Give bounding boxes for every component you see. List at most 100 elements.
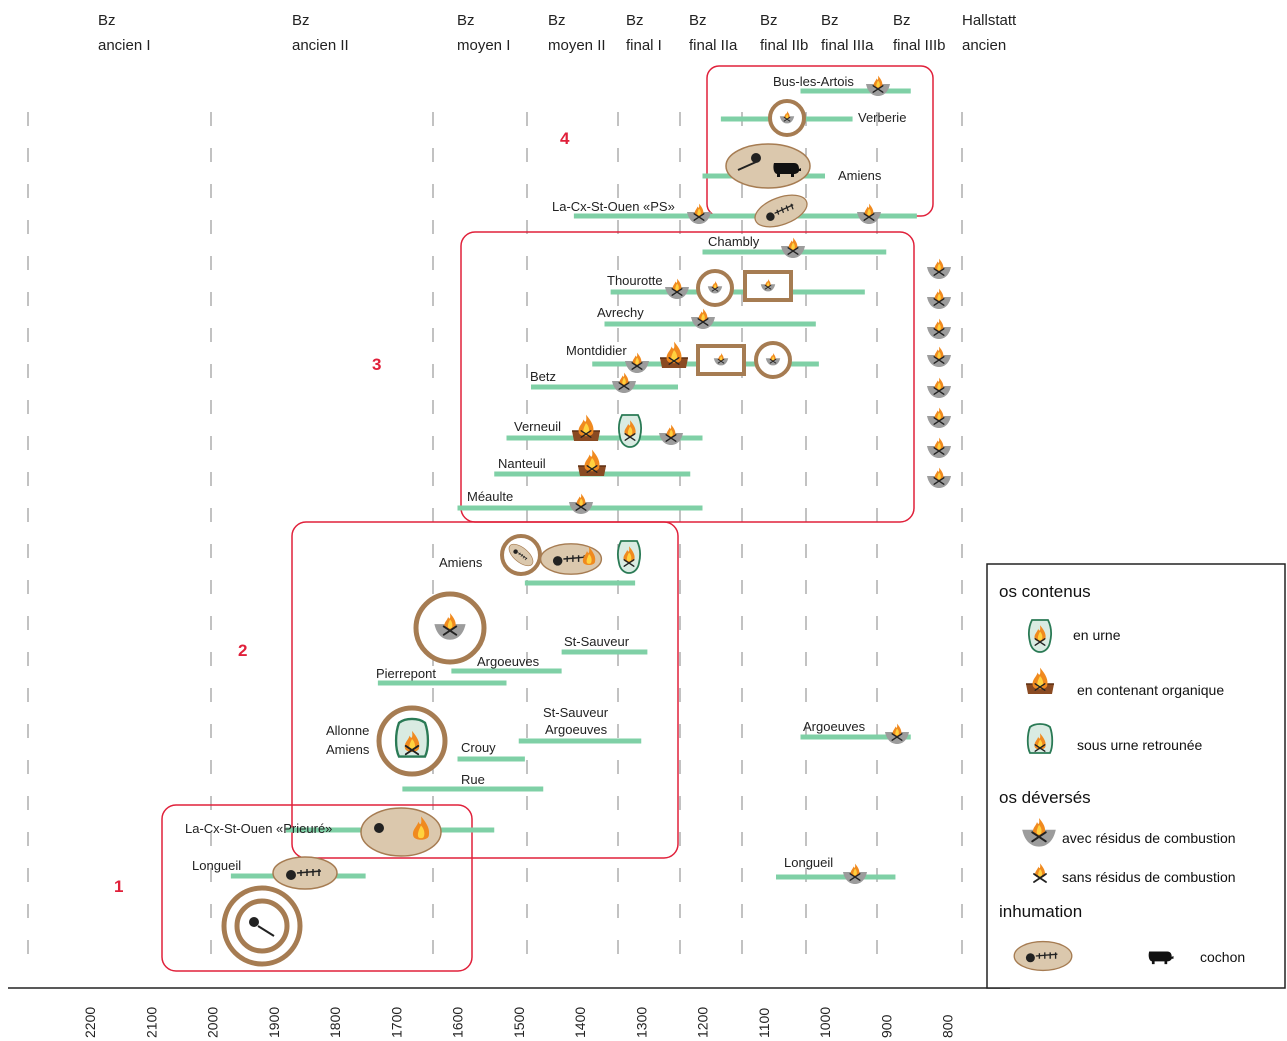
site-row: Thourotte [607, 269, 865, 307]
site-label: La-Cx-St-Ouen «PS» [552, 199, 675, 214]
site-row: Avrechy [597, 305, 816, 329]
site-row: Amiens [439, 534, 640, 586]
site-range-bar [524, 580, 636, 586]
bowl-residue-icon [927, 468, 951, 488]
bowl-residue-icon [927, 347, 951, 367]
site-label: Argoeuves [803, 719, 866, 734]
legend-inverted-urn: sous urne retrounée [1077, 737, 1203, 753]
site-range-bar [518, 738, 642, 744]
site-range-bar [610, 289, 865, 295]
period-subname: final IIa [689, 37, 738, 54]
site-row: St-Sauveur [518, 705, 642, 744]
legend-with-residue: avec résidus de combustion [1062, 830, 1236, 846]
year-label: 1600 [450, 1007, 466, 1038]
legend-title-spread: os déversés [999, 788, 1091, 807]
site-range-bar [402, 786, 544, 792]
period-name: Bz [893, 12, 911, 29]
site-label: Verberie [858, 110, 906, 125]
site-row: La-Cx-St-Ouen «PS» [552, 188, 917, 234]
year-label: 1700 [388, 1007, 404, 1038]
site-range-bar [776, 874, 896, 880]
urn-icon [619, 415, 641, 447]
bowl-residue-icon [927, 438, 951, 458]
site-row: Montdidier [566, 342, 819, 379]
period-subname: final IIIa [821, 37, 874, 54]
site-label: Amiens [326, 742, 370, 757]
site-label: La-Cx-St-Ouen «Prieuré» [185, 821, 332, 836]
site-range-bar [506, 435, 703, 441]
site-label: Pierrepont [376, 666, 436, 681]
period-name: Bz [626, 12, 644, 29]
legend-without-residue: sans résidus de combustion [1062, 869, 1236, 885]
site-label: Méaulte [467, 489, 513, 504]
site-range-bar [457, 756, 525, 762]
legend-title-contained: os contenus [999, 582, 1091, 601]
group-label-2: 2 [238, 641, 247, 660]
legend: os contenus en urne en contenant organiq… [986, 563, 1286, 989]
site-row: Argoeuves [413, 591, 562, 674]
bowl-residue-icon [927, 378, 951, 398]
year-label: 1500 [511, 1007, 527, 1038]
site-label: Amiens [838, 168, 882, 183]
period-name: Bz [689, 12, 707, 29]
period-name: Bz [457, 12, 475, 29]
funerary-circle-inner [234, 898, 290, 954]
site-range-bar [531, 384, 678, 390]
site-label: Longueil [192, 858, 241, 873]
site-range-bar [800, 734, 911, 740]
site-row: Betz [530, 369, 678, 393]
site-range-bar [561, 649, 648, 655]
inhumation-icon [750, 188, 812, 234]
site-row: Longueil [776, 855, 896, 884]
site-label: Allonne [326, 723, 369, 738]
site-label: Betz [530, 369, 556, 384]
bowl-residue-icon [927, 319, 951, 339]
period-name: Bz [292, 12, 310, 29]
inhumation-icon [1013, 940, 1073, 972]
group-box-3 [460, 231, 915, 523]
site-label: Avrechy [597, 305, 644, 320]
organic-container-icon [660, 342, 688, 368]
site-row: Pierrepont [376, 666, 507, 686]
site-label: Argoeuves [545, 722, 608, 737]
group-label-1: 1 [114, 877, 123, 896]
site-label: Crouy [461, 740, 496, 755]
year-label: 800 [940, 1014, 956, 1038]
period-subname: final IIb [760, 37, 808, 54]
organic-container-icon [572, 415, 600, 441]
year-label: 1300 [633, 1007, 649, 1038]
legend-title-inhumation: inhumation [999, 902, 1082, 921]
site-label: St-Sauveur [564, 634, 630, 649]
site-label: Longueil [784, 855, 833, 870]
period-subname: ancien [962, 37, 1006, 54]
period-gridlines [27, 112, 963, 972]
period-subname: moyen I [457, 37, 510, 54]
urn-icon [1029, 620, 1051, 652]
hallstatt-column-markers [927, 259, 951, 488]
bowl-residue-icon [885, 724, 909, 744]
site-label: Amiens [439, 555, 483, 570]
bowl-residue-icon [927, 259, 951, 279]
site-range-bar [451, 668, 562, 674]
site-row: Nanteuil [494, 450, 691, 477]
site-row: St-Sauveur [561, 634, 648, 655]
site-row: Verneuil [506, 415, 703, 447]
site-label: St-Sauveur [543, 705, 609, 720]
site-row: Allonne [326, 705, 448, 777]
organic-container-icon [578, 450, 606, 476]
year-label: 1400 [572, 1007, 588, 1038]
site-label: Chambly [708, 234, 760, 249]
year-label: 900 [878, 1014, 894, 1038]
site-range-bar [573, 213, 917, 219]
inhumation-icon [272, 856, 338, 890]
bowl-residue-icon [665, 279, 689, 299]
site-range-bar [377, 680, 507, 686]
year-label: 1200 [695, 1007, 711, 1038]
site-row: Rue [402, 772, 544, 792]
site-label: Thourotte [607, 273, 663, 288]
bowl-residue-icon [781, 238, 805, 258]
year-label: 1100 [756, 1008, 772, 1038]
